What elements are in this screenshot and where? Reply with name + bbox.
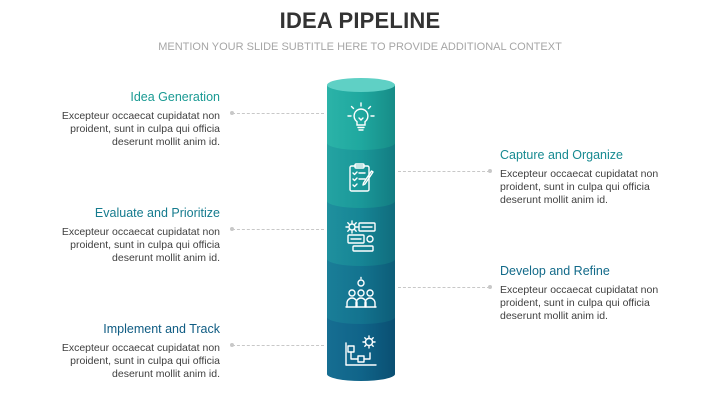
step-description: Excepteur occaecat cupidatat non proiden… [500, 168, 659, 206]
connector-dot [488, 285, 492, 289]
connector-line [232, 113, 324, 114]
step-description: Excepteur occaecat cupidatat non proiden… [61, 110, 220, 148]
page-title: IDEA PIPELINE [279, 8, 441, 33]
step-idea-generation: Idea Generation Excepteur occaecat cupid… [50, 90, 220, 149]
step-develop-refine: Develop and Refine Excepteur occaecat cu… [500, 264, 670, 323]
step-title: Evaluate and Prioritize [94, 206, 220, 220]
step-evaluate-prioritize: Evaluate and Prioritize Excepteur occaec… [50, 206, 220, 265]
pipeline-cylinder [326, 77, 396, 382]
step-title: Develop and Refine [500, 264, 610, 278]
segment-1 [327, 85, 395, 143]
page-subtitle: MENTION YOUR SLIDE SUBTITLE HERE TO PROV… [158, 41, 562, 53]
workflow-gear-icon [343, 333, 379, 369]
connector-line [398, 287, 490, 288]
lightbulb-icon [343, 100, 379, 136]
segment-3 [327, 201, 395, 259]
team-idea-icon [343, 276, 379, 312]
segment-5-bottom [327, 367, 395, 381]
step-title: Idea Generation [130, 90, 220, 104]
step-title: Capture and Organize [500, 148, 623, 162]
connector-dot [230, 227, 234, 231]
step-capture-organize: Capture and Organize Excepteur occaecat … [500, 148, 670, 207]
connector-line [232, 345, 324, 346]
connector-dot [488, 169, 492, 173]
step-title: Implement and Track [103, 322, 220, 336]
connector-line [232, 229, 324, 230]
cylinder-top [327, 78, 395, 92]
step-description: Excepteur occaecat cupidatat non proiden… [500, 284, 659, 322]
segment-1-bottom [327, 136, 395, 150]
step-implement-track: Implement and Track Excepteur occaecat c… [50, 322, 220, 381]
gear-list-icon [343, 218, 379, 254]
segment-4-bottom [327, 310, 395, 324]
connector-line [398, 171, 490, 172]
clipboard-checklist-icon [343, 160, 379, 196]
connector-dot [230, 343, 234, 347]
segment-2-bottom [327, 194, 395, 208]
connector-dot [230, 111, 234, 115]
step-description: Excepteur occaecat cupidatat non proiden… [61, 342, 220, 380]
segment-3-bottom [327, 252, 395, 266]
step-description: Excepteur occaecat cupidatat non proiden… [61, 226, 220, 264]
